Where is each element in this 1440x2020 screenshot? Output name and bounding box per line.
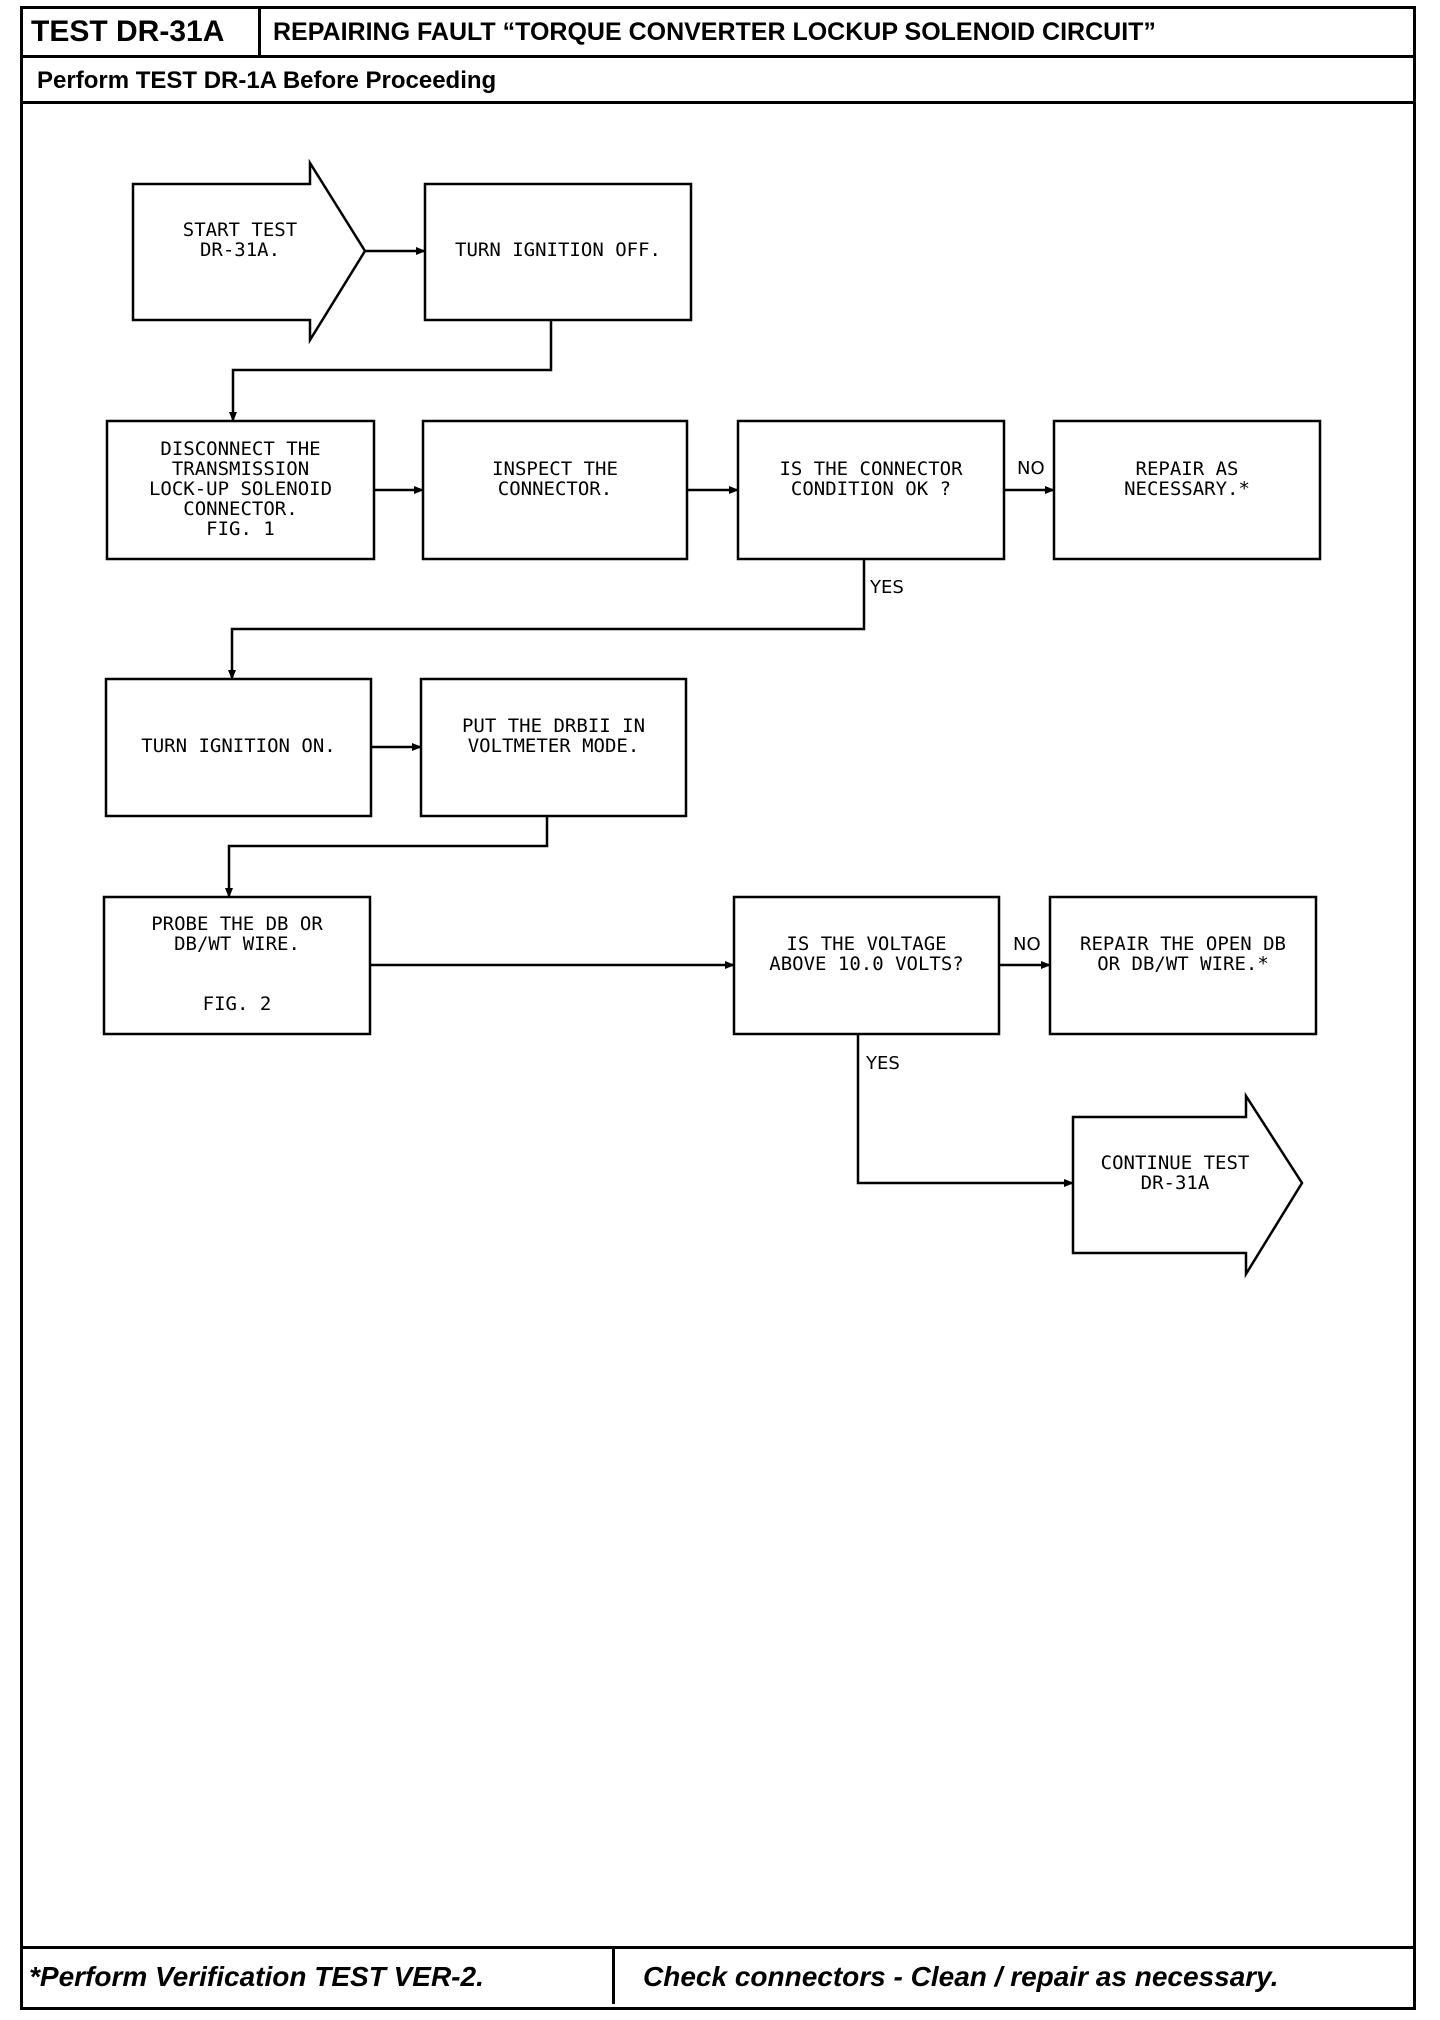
start-test-label: START TEST DR-31A.: [182, 219, 298, 261]
start-arrow-shape: [131, 158, 367, 345]
disconnect-label: DISCONNECT THE TRANSMISSION LOCK-UP SOLE…: [148, 438, 333, 540]
page-title: REPAIRING FAULT “TORQUE CONVERTER LOCKUP…: [273, 18, 1156, 46]
repair-open-label: REPAIR THE OPEN DB OR DB/WT WIRE.*: [1080, 933, 1286, 975]
footer-note-left: *Perform Verification TEST VER-2.: [23, 1949, 615, 2004]
turn-off-label: TURN IGNITION OFF.: [455, 239, 661, 261]
voltage-check-label: IS THE VOLTAGE ABOVE 10.0 VOLTS?: [769, 933, 964, 975]
probe-wire-label: PROBE THE DB OR DB/WT WIRE.: [151, 913, 323, 955]
yes-label-2: YES: [866, 1053, 900, 1074]
no-label-2: NO: [1013, 934, 1041, 955]
inspect-label: INSPECT THE CONNECTOR.: [492, 458, 618, 500]
footer-bar: *Perform Verification TEST VER-2. Check …: [23, 1946, 1413, 2007]
turn-on-label: TURN IGNITION ON.: [141, 735, 336, 757]
yes-label-1: YES: [870, 577, 904, 598]
continue-test-label: CONTINUE TEST DR-31A: [1100, 1152, 1250, 1194]
continue-arrow-shape: [1071, 1091, 1304, 1279]
connector-ok-label: IS THE CONNECTOR CONDITION OK ?: [779, 458, 963, 500]
test-id: TEST DR-31A: [23, 9, 261, 55]
header-bar: TEST DR-31A REPAIRING FAULT “TORQUE CONV…: [23, 9, 1413, 58]
repair-necessary-label: REPAIR AS NECESSARY.*: [1124, 458, 1250, 500]
no-label-1: NO: [1017, 458, 1045, 479]
page-subtitle: Perform TEST DR-1A Before Proceeding: [23, 58, 1413, 104]
drbii-label: PUT THE DRBII IN VOLTMETER MODE.: [461, 715, 646, 757]
test-page: TEST DR-31A REPAIRING FAULT “TORQUE CONV…: [20, 6, 1416, 2010]
footer-note-right: Check connectors - Clean / repair as nec…: [643, 1961, 1279, 1992]
fig2-label: FIG. 2: [202, 993, 272, 1015]
